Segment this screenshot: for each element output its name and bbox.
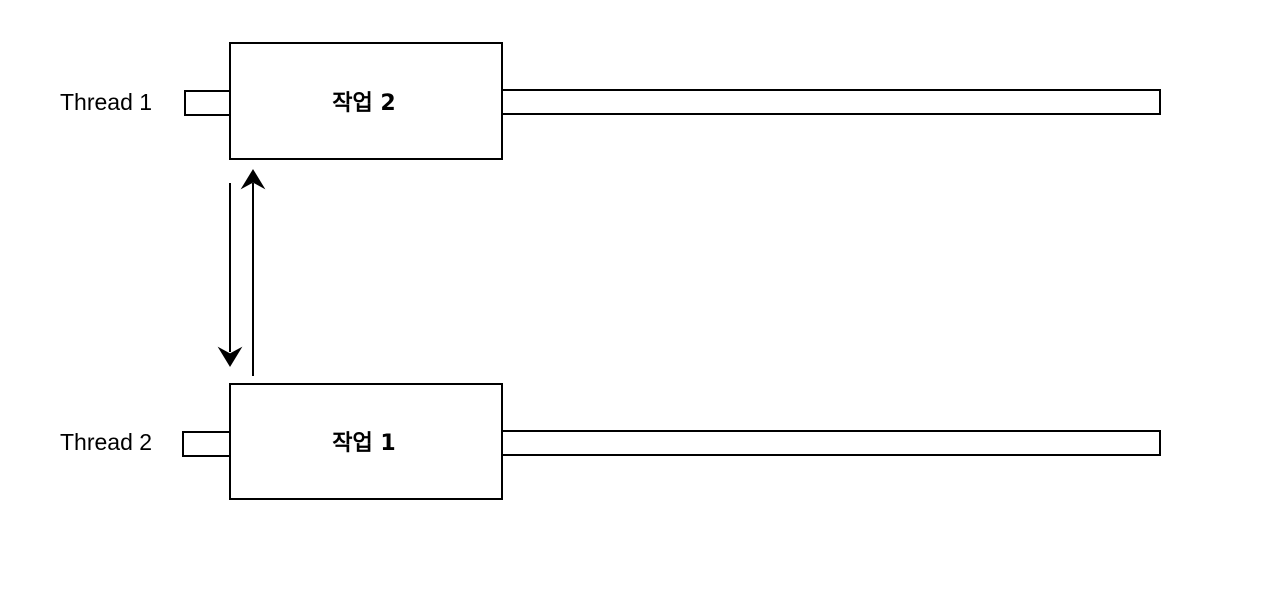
thread-2-task-box	[229, 383, 503, 500]
thread-1-lead-bar	[184, 90, 231, 116]
up-arrow-head	[240, 169, 266, 190]
thread-2-task-label: 작업 1	[332, 431, 395, 456]
thread-1-task-label: 작업 2	[332, 91, 395, 116]
thread-2-tail-bar	[501, 430, 1161, 456]
thread-1-tail-bar	[501, 89, 1161, 115]
thread-2-label: Thread 2	[60, 429, 152, 455]
thread-2-lead-bar	[182, 431, 231, 457]
thread-2-lane: Thread 2 작업 1	[60, 383, 1161, 500]
thread-1-label: Thread 1	[60, 89, 152, 115]
thread-1-task-box	[229, 42, 503, 160]
thread-1-lane: Thread 1 작업 2	[60, 42, 1161, 160]
down-arrow-head	[217, 346, 243, 367]
up-arrow	[240, 169, 266, 376]
down-arrow	[217, 183, 243, 367]
